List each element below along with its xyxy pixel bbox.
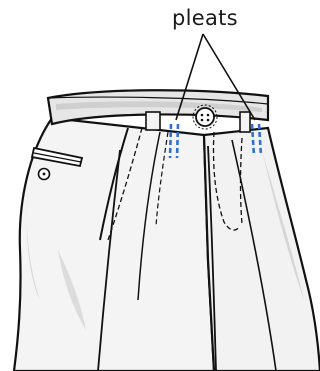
- back-pocket-button-icon: [39, 169, 50, 180]
- waistband-tab: [146, 112, 160, 130]
- belt-loop-right: [240, 112, 250, 132]
- pleats-callout-label: pleats: [172, 6, 238, 30]
- right-trouser-leg: [204, 128, 320, 371]
